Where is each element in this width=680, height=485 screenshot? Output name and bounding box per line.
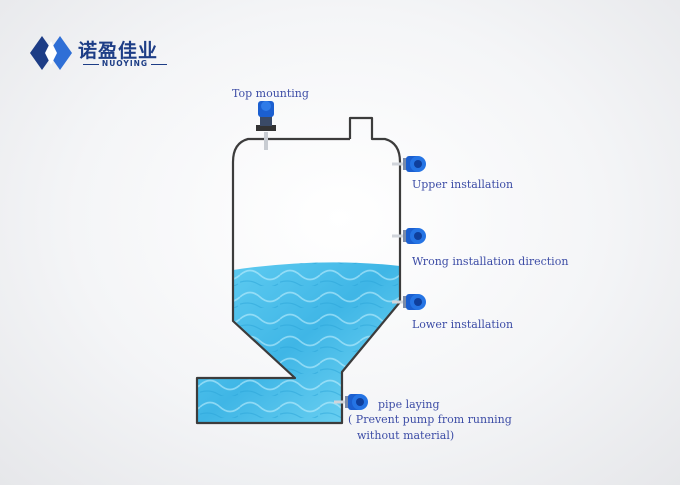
label-top-mounting: Top mounting: [232, 87, 309, 100]
brand-name-en: NUOYING: [78, 59, 172, 68]
brand-logo-icon: [30, 36, 72, 70]
label-pipe-note-line1: ( Prevent pump from running: [348, 413, 512, 426]
level-sensor-icon: [392, 228, 426, 244]
level-sensor-icon: [256, 101, 276, 150]
label-pipe-laying: pipe laying: [378, 398, 440, 411]
brand-logo: 诺盈佳业 NUOYING: [30, 34, 160, 74]
label-wrong-installation: Wrong installation direction: [412, 255, 569, 268]
label-upper-installation: Upper installation: [412, 178, 514, 191]
level-sensor-icon: [392, 156, 426, 172]
label-lower-installation: Lower installation: [412, 318, 514, 331]
brand-name-cn: 诺盈佳业: [78, 40, 159, 62]
silo-outline: [195, 116, 402, 425]
water-fill: [197, 262, 400, 423]
label-pipe-note-line2: without material): [357, 429, 455, 442]
